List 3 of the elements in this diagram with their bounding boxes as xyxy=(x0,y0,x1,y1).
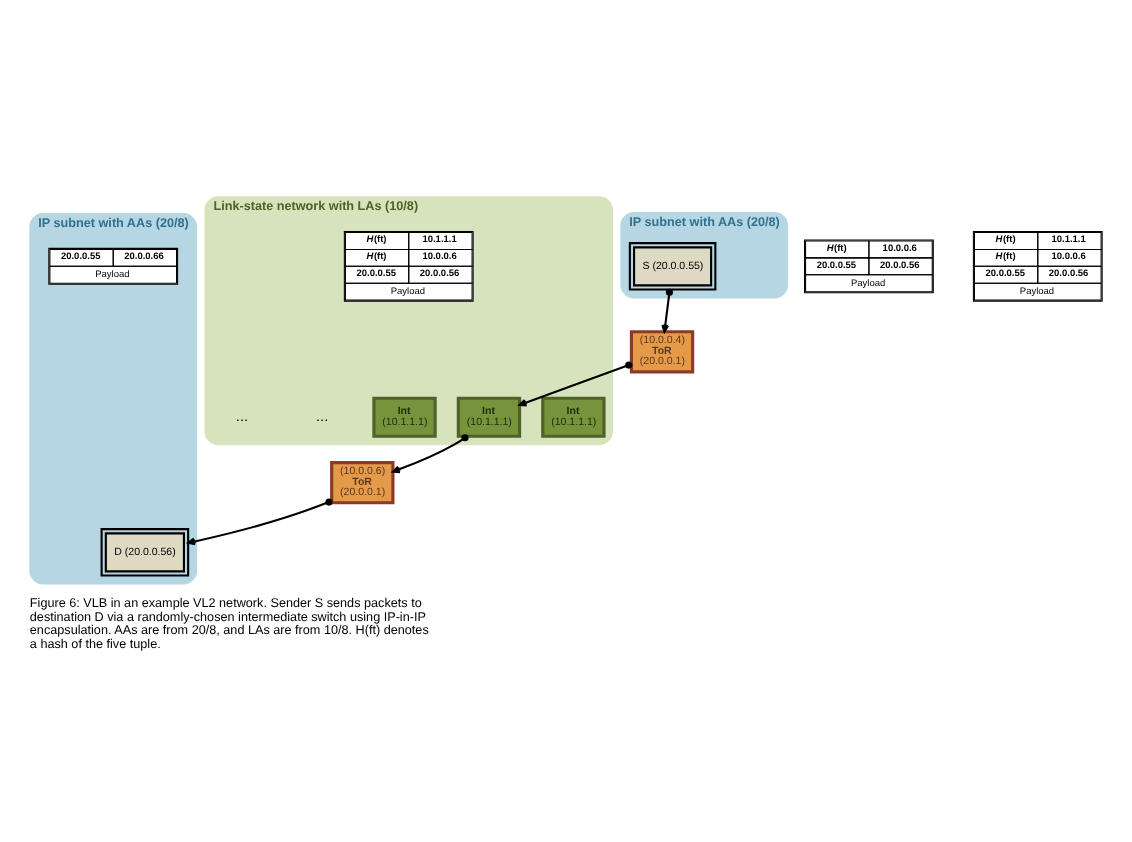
arrow xyxy=(187,497,333,545)
arrow xyxy=(661,287,674,332)
arrow xyxy=(391,433,469,473)
